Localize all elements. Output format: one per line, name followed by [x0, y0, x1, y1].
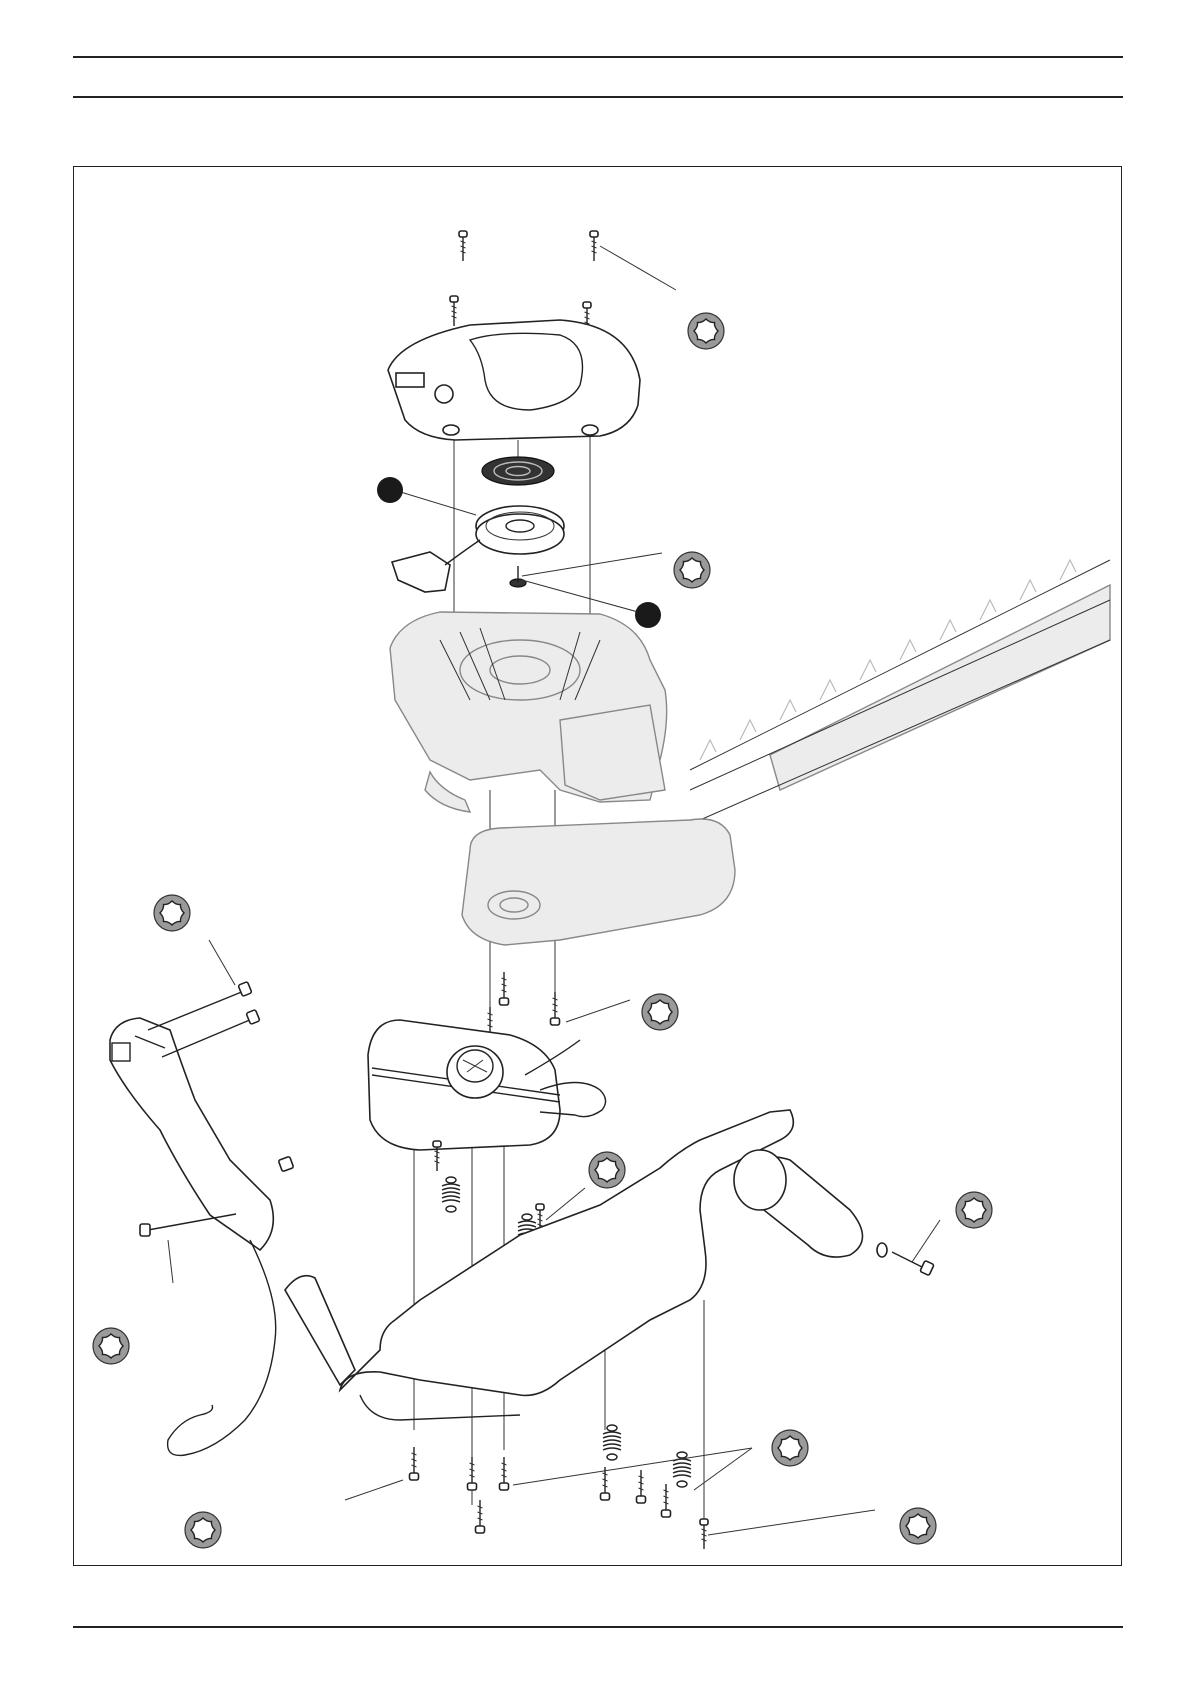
torx-screw-icon [642, 994, 678, 1030]
bottom-screw-8 [700, 1519, 708, 1549]
bottom-screw-7 [662, 1484, 671, 1517]
starter-cover [388, 320, 640, 440]
cover-screw-1 [459, 231, 467, 261]
torx-screw-icon [772, 1430, 808, 1466]
throttle-cable [168, 1240, 276, 1455]
bottom-screw-4 [500, 1457, 509, 1490]
bottom-screw-3 [476, 1500, 485, 1533]
fuel-cap [447, 1046, 503, 1098]
callout-marker-b [635, 602, 661, 628]
cover-screw-3 [450, 296, 458, 326]
torx-screw-icon [93, 1328, 129, 1364]
bottom-screw-1 [410, 1447, 419, 1480]
gearbox [462, 819, 735, 945]
bottom-screw-2 [468, 1457, 477, 1490]
front-handle [285, 1110, 863, 1420]
bottom-spring-1 [603, 1425, 621, 1460]
front-handle-washer [877, 1243, 887, 1257]
handle-bolt-1 [148, 982, 252, 1030]
hedge-trimmer-blade [690, 560, 1110, 820]
handle-nut [278, 1156, 293, 1171]
bottom-spring-2 [673, 1452, 691, 1487]
rear-handle [110, 1018, 273, 1250]
torx-screw-icon [154, 895, 190, 931]
starter-pulley [476, 506, 564, 554]
engine-housing [390, 612, 667, 812]
damper-spring-1 [442, 1177, 460, 1212]
torx-screw-icon [688, 313, 724, 349]
torx-screw-icon [900, 1508, 936, 1544]
torx-screw-icon [589, 1152, 625, 1188]
callout-marker-a [377, 477, 403, 503]
handle-bolt-3 [140, 1214, 236, 1236]
bottom-screw-5 [601, 1467, 610, 1500]
tank-screw [433, 1141, 441, 1171]
recoil-spring [482, 457, 554, 485]
starter-center-screw [510, 566, 526, 587]
torx-screw-icon [185, 1512, 221, 1548]
torx-screw-icon [674, 552, 710, 588]
cover-screw-2 [590, 231, 598, 261]
gearbox-screw-3 [551, 992, 560, 1025]
front-handle-bolt [892, 1252, 934, 1276]
torx-screw-icon [956, 1192, 992, 1228]
gearbox-screw-2 [500, 972, 509, 1005]
starter-handle [392, 540, 480, 592]
bottom-screw-6 [637, 1470, 646, 1503]
